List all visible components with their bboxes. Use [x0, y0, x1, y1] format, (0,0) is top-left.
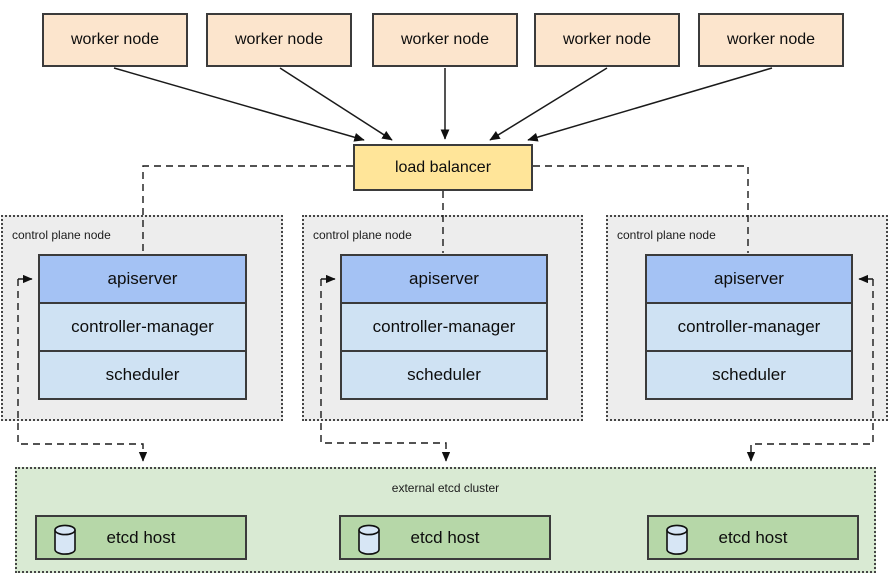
- control-plane-1-stack: apiserver controller-manager scheduler: [38, 254, 247, 400]
- apiserver-box: apiserver: [40, 256, 245, 302]
- worker-node-label: worker node: [234, 31, 324, 48]
- control-plane-node-label: control plane node: [313, 228, 412, 242]
- arrow-worker2-to-lb: [279, 67, 393, 141]
- etcd-host-3: etcd host: [647, 515, 859, 560]
- worker-node-label: worker node: [70, 31, 160, 48]
- controller-manager-box: controller-manager: [647, 302, 851, 350]
- worker-node-label: worker node: [400, 31, 490, 48]
- control-plane-node-label: control plane node: [12, 228, 111, 242]
- load-balancer: load balancer: [353, 144, 533, 191]
- load-balancer-label: load balancer: [394, 158, 492, 176]
- database-cylinder-icon: [666, 524, 688, 555]
- apiserver-box: apiserver: [647, 256, 851, 302]
- external-etcd-cluster: external etcd cluster etcd host etcd hos…: [15, 467, 876, 573]
- arrow-worker5-to-lb: [527, 67, 773, 142]
- control-plane-3-stack: apiserver controller-manager scheduler: [645, 254, 853, 400]
- arrow-worker4-to-lb: [489, 67, 608, 141]
- etcd-host-2: etcd host: [339, 515, 551, 560]
- arrow-worker1-to-lb: [113, 67, 365, 142]
- scheduler-box: scheduler: [40, 350, 245, 398]
- worker-node-1: worker node: [42, 13, 188, 67]
- etcd-host-label: etcd host: [718, 527, 788, 547]
- database-cylinder-icon: [54, 524, 76, 555]
- etcd-cluster-label: external etcd cluster: [391, 481, 500, 495]
- apiserver-box: apiserver: [342, 256, 546, 302]
- worker-node-label: worker node: [726, 31, 816, 48]
- etcd-host-label: etcd host: [410, 527, 480, 547]
- worker-node-label: worker node: [562, 31, 652, 48]
- scheduler-box: scheduler: [647, 350, 851, 398]
- worker-node-4: worker node: [534, 13, 680, 67]
- worker-node-2: worker node: [206, 13, 352, 67]
- controller-manager-box: controller-manager: [40, 302, 245, 350]
- scheduler-box: scheduler: [342, 350, 546, 398]
- control-plane-node-label: control plane node: [617, 228, 716, 242]
- worker-node-5: worker node: [698, 13, 844, 67]
- etcd-host-1: etcd host: [35, 515, 247, 560]
- etcd-host-label: etcd host: [106, 527, 176, 547]
- worker-node-3: worker node: [372, 13, 518, 67]
- database-cylinder-icon: [358, 524, 380, 555]
- control-plane-2-stack: apiserver controller-manager scheduler: [340, 254, 548, 400]
- controller-manager-box: controller-manager: [342, 302, 546, 350]
